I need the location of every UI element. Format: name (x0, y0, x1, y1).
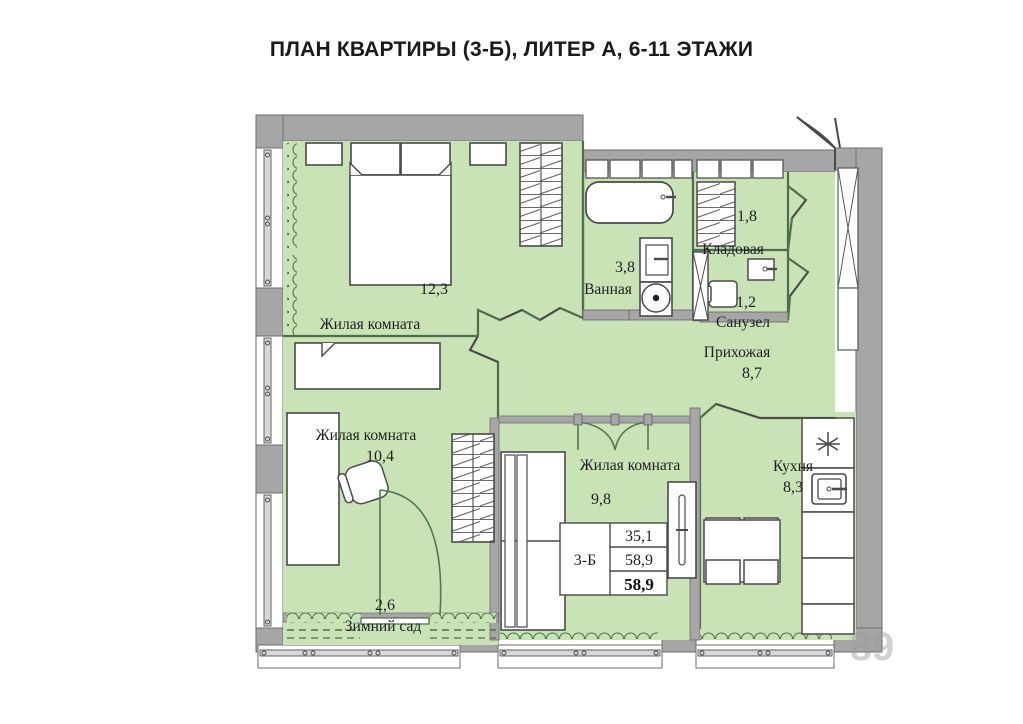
kitchen-counter-mid (801, 511, 855, 559)
kitchen-counter-bottom (801, 603, 855, 635)
bathroom-name: Ванная (584, 281, 632, 298)
storage-area: 1,8 (737, 208, 757, 225)
kitchen-area: 8,3 (783, 479, 803, 496)
winter-garden-name: Зимний сад (345, 618, 422, 635)
radiator-winter-garden-left (287, 613, 361, 623)
pillow-left (350, 142, 401, 176)
radiator-winter-garden-right (430, 613, 496, 623)
living-room-name: Жилая комната (580, 457, 681, 474)
toilet (708, 280, 738, 308)
curtain-left-upper (287, 143, 297, 248)
room-fill-winter-garden (283, 560, 498, 645)
entry-door (796, 116, 841, 170)
furniture-bedroom-2 (286, 342, 495, 616)
kitchen-sink-icon (811, 473, 847, 505)
living-room-area: 9,8 (591, 491, 611, 508)
single-bed (294, 342, 441, 390)
bottom-balcony-glazing (257, 644, 835, 669)
radiator-living-room (500, 629, 658, 639)
bedroom-2-area: 10,4 (366, 448, 394, 465)
wc-name: Санузел (716, 314, 770, 331)
payable-area-value: 58,9 (624, 575, 654, 594)
door-living-room (577, 421, 649, 451)
room-labels: 12,3 Жилая комната 3,8 Ванная 1,8 Кладов… (316, 208, 813, 635)
storage-name: Кладовая (702, 241, 764, 258)
kitchen-name: Кухня (773, 458, 813, 475)
door-kitchen (715, 403, 836, 419)
bedroom-1-name: Жилая комната (320, 316, 421, 333)
nightstand-right (469, 142, 507, 166)
area-table: 3-Б 35,1 58,9 58,9 (559, 522, 668, 596)
furniture-kitchen (703, 403, 855, 635)
furniture-hallway (692, 116, 841, 321)
hallway-name: Прихожая (704, 344, 770, 361)
door-winter-garden (379, 489, 442, 616)
pillow-right (400, 142, 451, 176)
right-window-glazing (837, 167, 859, 351)
living-area-value: 35,1 (625, 528, 653, 545)
dining-chair-br (743, 559, 779, 585)
apartment-code: 3-Б (574, 552, 597, 569)
bedroom-1-area: 12,3 (420, 281, 448, 298)
bathtub (585, 181, 674, 224)
double-bed (349, 174, 452, 286)
furniture-storage (696, 181, 736, 247)
bedroom-2-name: Жилая комната (316, 427, 417, 444)
kitchen-counter-low (801, 557, 855, 605)
curtain-left-lower (287, 255, 297, 335)
door-swings-hallway (468, 199, 809, 363)
desk-bedroom-2 (286, 412, 340, 566)
hallway-area: 8,7 (742, 365, 762, 382)
shelving-storage (696, 181, 736, 247)
radiator-kitchen (700, 629, 832, 639)
total-area-value: 58,9 (625, 552, 653, 569)
dining-chair-bl (705, 559, 741, 585)
structural-walls (255, 114, 883, 669)
page-title: ПЛАН КВАРТИРЫ (3-Б), ЛИТЕР А, 6-11 ЭТАЖИ (269, 38, 754, 61)
furniture-bedroom-1 (305, 142, 563, 286)
watermark: 89 (850, 625, 895, 669)
cooktop-icon (816, 432, 840, 456)
winter-garden-area: 2,6 (375, 597, 395, 614)
furniture-living-room (500, 413, 697, 631)
bathroom-area: 3,8 (615, 259, 635, 276)
nightstand-left (305, 142, 343, 166)
dining-set (703, 517, 781, 585)
wc-area: 1,2 (736, 294, 756, 311)
furniture-bathroom (585, 159, 784, 317)
left-balcony-glazing (255, 147, 284, 629)
office-chair (337, 460, 389, 505)
radiators-curtains (287, 143, 832, 639)
